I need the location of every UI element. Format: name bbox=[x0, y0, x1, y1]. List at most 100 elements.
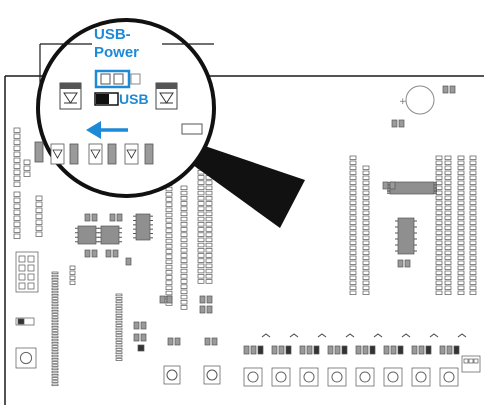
left-header-pin bbox=[13, 215, 21, 221]
header-pin bbox=[457, 255, 465, 260]
header-pin bbox=[362, 180, 370, 185]
header-pin bbox=[165, 223, 173, 228]
header-pin bbox=[205, 242, 213, 248]
long-header-pin bbox=[51, 342, 59, 345]
header-pin bbox=[180, 242, 188, 248]
header-pin bbox=[444, 165, 452, 170]
header-pin bbox=[362, 225, 370, 230]
header-pin bbox=[444, 210, 452, 215]
header-pin bbox=[165, 218, 173, 223]
resistor-pair bbox=[211, 337, 218, 346]
header-pin bbox=[435, 220, 443, 225]
header-pin bbox=[469, 285, 477, 290]
led-indicator-icon bbox=[373, 333, 383, 338]
resistor-pair bbox=[133, 333, 140, 342]
header-pin bbox=[469, 225, 477, 230]
header-pin bbox=[457, 270, 465, 275]
header-pin bbox=[457, 160, 465, 165]
header-pin bbox=[362, 200, 370, 205]
chip-d bbox=[389, 181, 435, 195]
header-pin bbox=[362, 245, 370, 250]
header-pin bbox=[205, 258, 213, 263]
trimmer-knob bbox=[166, 369, 178, 381]
header-pin bbox=[444, 160, 452, 165]
magnified-board-edge bbox=[39, 43, 214, 100]
header-pin bbox=[469, 235, 477, 240]
long-header-pin bbox=[51, 300, 59, 303]
header-pin bbox=[457, 190, 465, 195]
header-pin bbox=[435, 250, 443, 255]
left-header-pin bbox=[23, 165, 31, 171]
edge-connector-pin bbox=[468, 358, 474, 364]
header-pin bbox=[205, 268, 213, 274]
right-edge-connector bbox=[181, 123, 203, 135]
led-indicator-icon bbox=[401, 333, 411, 338]
long-header-pin bbox=[51, 364, 59, 367]
led bbox=[137, 344, 145, 352]
header-pin bbox=[362, 290, 370, 295]
header-pin bbox=[165, 249, 173, 254]
resistor-pair bbox=[204, 337, 211, 346]
header-pin bbox=[362, 215, 370, 220]
header-pin bbox=[457, 225, 465, 230]
diode-right-icon bbox=[155, 82, 178, 110]
header-pin bbox=[205, 180, 213, 185]
resistor-pair bbox=[382, 181, 389, 190]
push-button-knob bbox=[443, 371, 455, 383]
header-pin bbox=[205, 279, 213, 284]
header-pin bbox=[349, 290, 357, 295]
resistor-pair bbox=[206, 295, 213, 304]
header-pin bbox=[444, 205, 452, 210]
header-pin bbox=[444, 185, 452, 190]
connector-pin bbox=[18, 282, 26, 290]
long-header-pin bbox=[51, 322, 59, 326]
header-pin bbox=[165, 202, 173, 207]
header-pin bbox=[205, 263, 213, 269]
header-pin bbox=[197, 279, 205, 284]
resistor-pair bbox=[133, 321, 140, 330]
led-resistor bbox=[334, 345, 341, 355]
led-resistor bbox=[243, 345, 250, 355]
header-pin bbox=[435, 275, 443, 280]
header-pin bbox=[197, 180, 205, 185]
left-header-pin bbox=[13, 221, 21, 227]
header-pin bbox=[435, 245, 443, 250]
header-pin bbox=[197, 222, 205, 227]
header-pin bbox=[444, 180, 452, 185]
header-pin bbox=[205, 222, 213, 227]
header-pin bbox=[469, 155, 477, 160]
left-header-pin bbox=[13, 157, 21, 163]
header-pin bbox=[469, 270, 477, 275]
header-pin bbox=[165, 270, 173, 275]
header-pin bbox=[180, 248, 188, 253]
header-pin bbox=[349, 165, 357, 170]
led-resistor bbox=[446, 345, 453, 355]
left-header-pin bbox=[13, 151, 21, 157]
long-header-pin bbox=[51, 306, 59, 310]
header-pin bbox=[469, 170, 477, 175]
header-pin bbox=[180, 263, 188, 269]
header-pin bbox=[362, 165, 370, 170]
buzzer-icon: + bbox=[399, 85, 435, 115]
header-pin bbox=[435, 160, 443, 165]
header-pin bbox=[362, 170, 370, 175]
header-pin bbox=[469, 275, 477, 280]
long-header-pin bbox=[51, 354, 59, 358]
header-pin bbox=[197, 185, 205, 191]
header-pin bbox=[469, 200, 477, 205]
header-pin bbox=[457, 285, 465, 290]
header-pin bbox=[349, 285, 357, 290]
header-pin bbox=[197, 211, 205, 217]
long-header-pin bbox=[51, 297, 59, 300]
header-pin bbox=[435, 260, 443, 265]
long-header-pin bbox=[51, 335, 59, 339]
header-pin bbox=[444, 285, 452, 290]
header-pin bbox=[197, 175, 205, 180]
header-pin bbox=[469, 195, 477, 200]
header-pin bbox=[115, 334, 123, 338]
magnified-area bbox=[34, 43, 214, 165]
connector-pin bbox=[27, 282, 35, 290]
header-pin bbox=[115, 300, 123, 304]
header-pin bbox=[457, 265, 465, 270]
chip-b bbox=[100, 225, 120, 245]
